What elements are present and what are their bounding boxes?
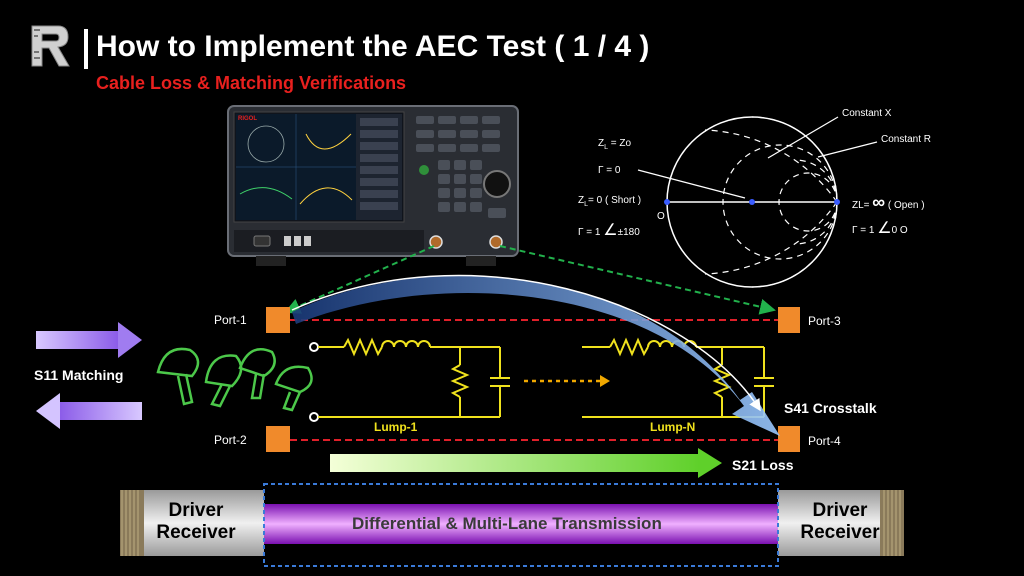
driver-receiver-left: Driver Receiver bbox=[156, 500, 236, 543]
short-impedance-label: ZL= 0 ( Short ) bbox=[578, 195, 642, 208]
s41-crosstalk-label: S41 Crosstalk bbox=[784, 400, 877, 416]
network-analyzer-instrument: RIGOL bbox=[226, 104, 520, 270]
title-divider bbox=[84, 29, 88, 69]
port-4-label: Port-4 bbox=[808, 434, 841, 448]
port-3-block bbox=[778, 307, 800, 333]
match-impedance-label: ZL = Zo bbox=[598, 138, 632, 151]
lump-n-label: Lump-N bbox=[650, 420, 696, 434]
page-title: How to Implement the AEC Test ( 1 / 4 ) bbox=[96, 30, 650, 63]
s21-loss-label: S21 Loss bbox=[732, 457, 794, 473]
lump-1-circuit bbox=[309, 337, 510, 422]
port1-connection bbox=[284, 245, 435, 314]
s11-arrow-left bbox=[36, 393, 142, 429]
port3-connection bbox=[499, 245, 776, 315]
lump-1-label: Lump-1 bbox=[374, 420, 418, 434]
open-impedance-label: ZL= ∞ ( Open ) bbox=[852, 192, 925, 212]
page-subtitle: Cable Loss & Matching Verifications bbox=[96, 73, 407, 93]
short-gamma-label: Γ = 1 ∠±180 bbox=[578, 222, 640, 239]
s11-matching-label: S11 Matching bbox=[34, 367, 124, 383]
match-gamma-label: Γ = 0 bbox=[598, 165, 621, 176]
s41-thin-curve bbox=[291, 274, 761, 412]
smith-points bbox=[664, 199, 840, 205]
origin-label: O bbox=[657, 211, 665, 222]
mushroom-icon bbox=[156, 347, 313, 412]
port-3-label: Port-3 bbox=[808, 314, 841, 328]
port-2-label: Port-2 bbox=[214, 433, 247, 447]
instrument-brand: RIGOL bbox=[238, 116, 257, 122]
transmission-band bbox=[120, 483, 904, 567]
smith-pointers bbox=[637, 116, 878, 199]
logo bbox=[28, 22, 72, 70]
port-1-label: Port-1 bbox=[214, 313, 247, 327]
driver-receiver-right: Driver Receiver bbox=[800, 500, 880, 543]
transmission-label: Differential & Multi-Lane Transmission bbox=[352, 514, 662, 533]
rigol-logo-icon bbox=[31, 25, 70, 67]
open-gamma-label: Γ = 1 ∠0 O bbox=[852, 220, 908, 237]
constant-x-label: Constant X bbox=[842, 108, 892, 119]
lump-continuation-arrowhead bbox=[600, 375, 610, 387]
s21-loss-arrow bbox=[330, 448, 722, 478]
constant-r-label: Constant R bbox=[881, 134, 932, 145]
port-1-block bbox=[266, 307, 290, 333]
port-4-block bbox=[778, 426, 800, 452]
s11-arrow-right bbox=[36, 322, 142, 358]
s41-crosstalk-arrow bbox=[292, 275, 780, 436]
port-2-block bbox=[266, 426, 290, 452]
lump-n-circuit bbox=[582, 337, 774, 418]
